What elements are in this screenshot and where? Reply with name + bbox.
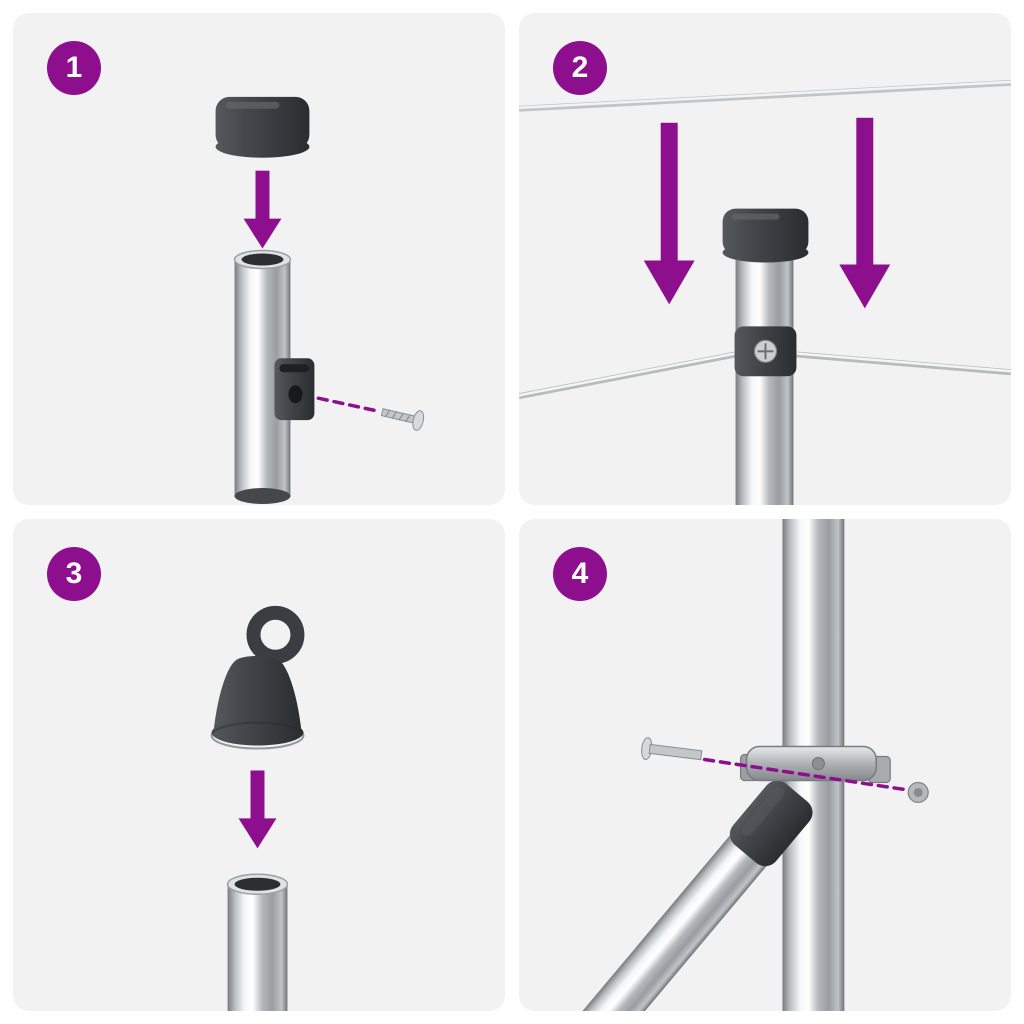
screw-bracket <box>274 358 315 421</box>
step-4-number: 4 <box>571 557 589 590</box>
step-3-number: 3 <box>65 557 83 590</box>
eyelet-cap <box>210 605 305 750</box>
bolt <box>641 737 703 761</box>
screw <box>380 408 425 431</box>
down-arrow-icon <box>839 117 891 309</box>
step-1-illustration <box>215 96 425 505</box>
step-2-badge: 2 <box>553 41 607 95</box>
step-1-panel: 1 <box>13 13 505 505</box>
post-cap <box>215 96 310 158</box>
step-1-number: 1 <box>65 51 83 84</box>
post-cap <box>722 208 809 263</box>
top-wire <box>519 79 1011 112</box>
step-2-illustration <box>519 79 1011 505</box>
step-4-badge: 4 <box>553 547 607 601</box>
step-4-panel: 4 <box>519 519 1011 1011</box>
down-arrow-icon <box>643 122 695 305</box>
step-2-number: 2 <box>571 51 589 84</box>
metal-post <box>226 873 289 1011</box>
alignment-dashed-line <box>702 757 906 792</box>
post-clamp <box>739 745 891 784</box>
step-3-panel: 3 <box>13 519 505 1011</box>
step-4-illustration <box>541 519 929 1011</box>
alignment-dashed-line <box>316 396 381 413</box>
brace-post <box>541 780 813 1011</box>
step-2-panel: 2 <box>519 13 1011 505</box>
step-3-illustration <box>210 605 305 1011</box>
lower-wire <box>519 351 1011 400</box>
down-arrow-icon <box>238 770 277 849</box>
step-1-badge: 1 <box>47 41 101 95</box>
wire-clamp <box>734 326 797 377</box>
step-3-badge: 3 <box>47 547 101 601</box>
metal-post <box>735 252 794 505</box>
down-arrow-icon <box>243 170 282 249</box>
nut <box>907 781 929 804</box>
